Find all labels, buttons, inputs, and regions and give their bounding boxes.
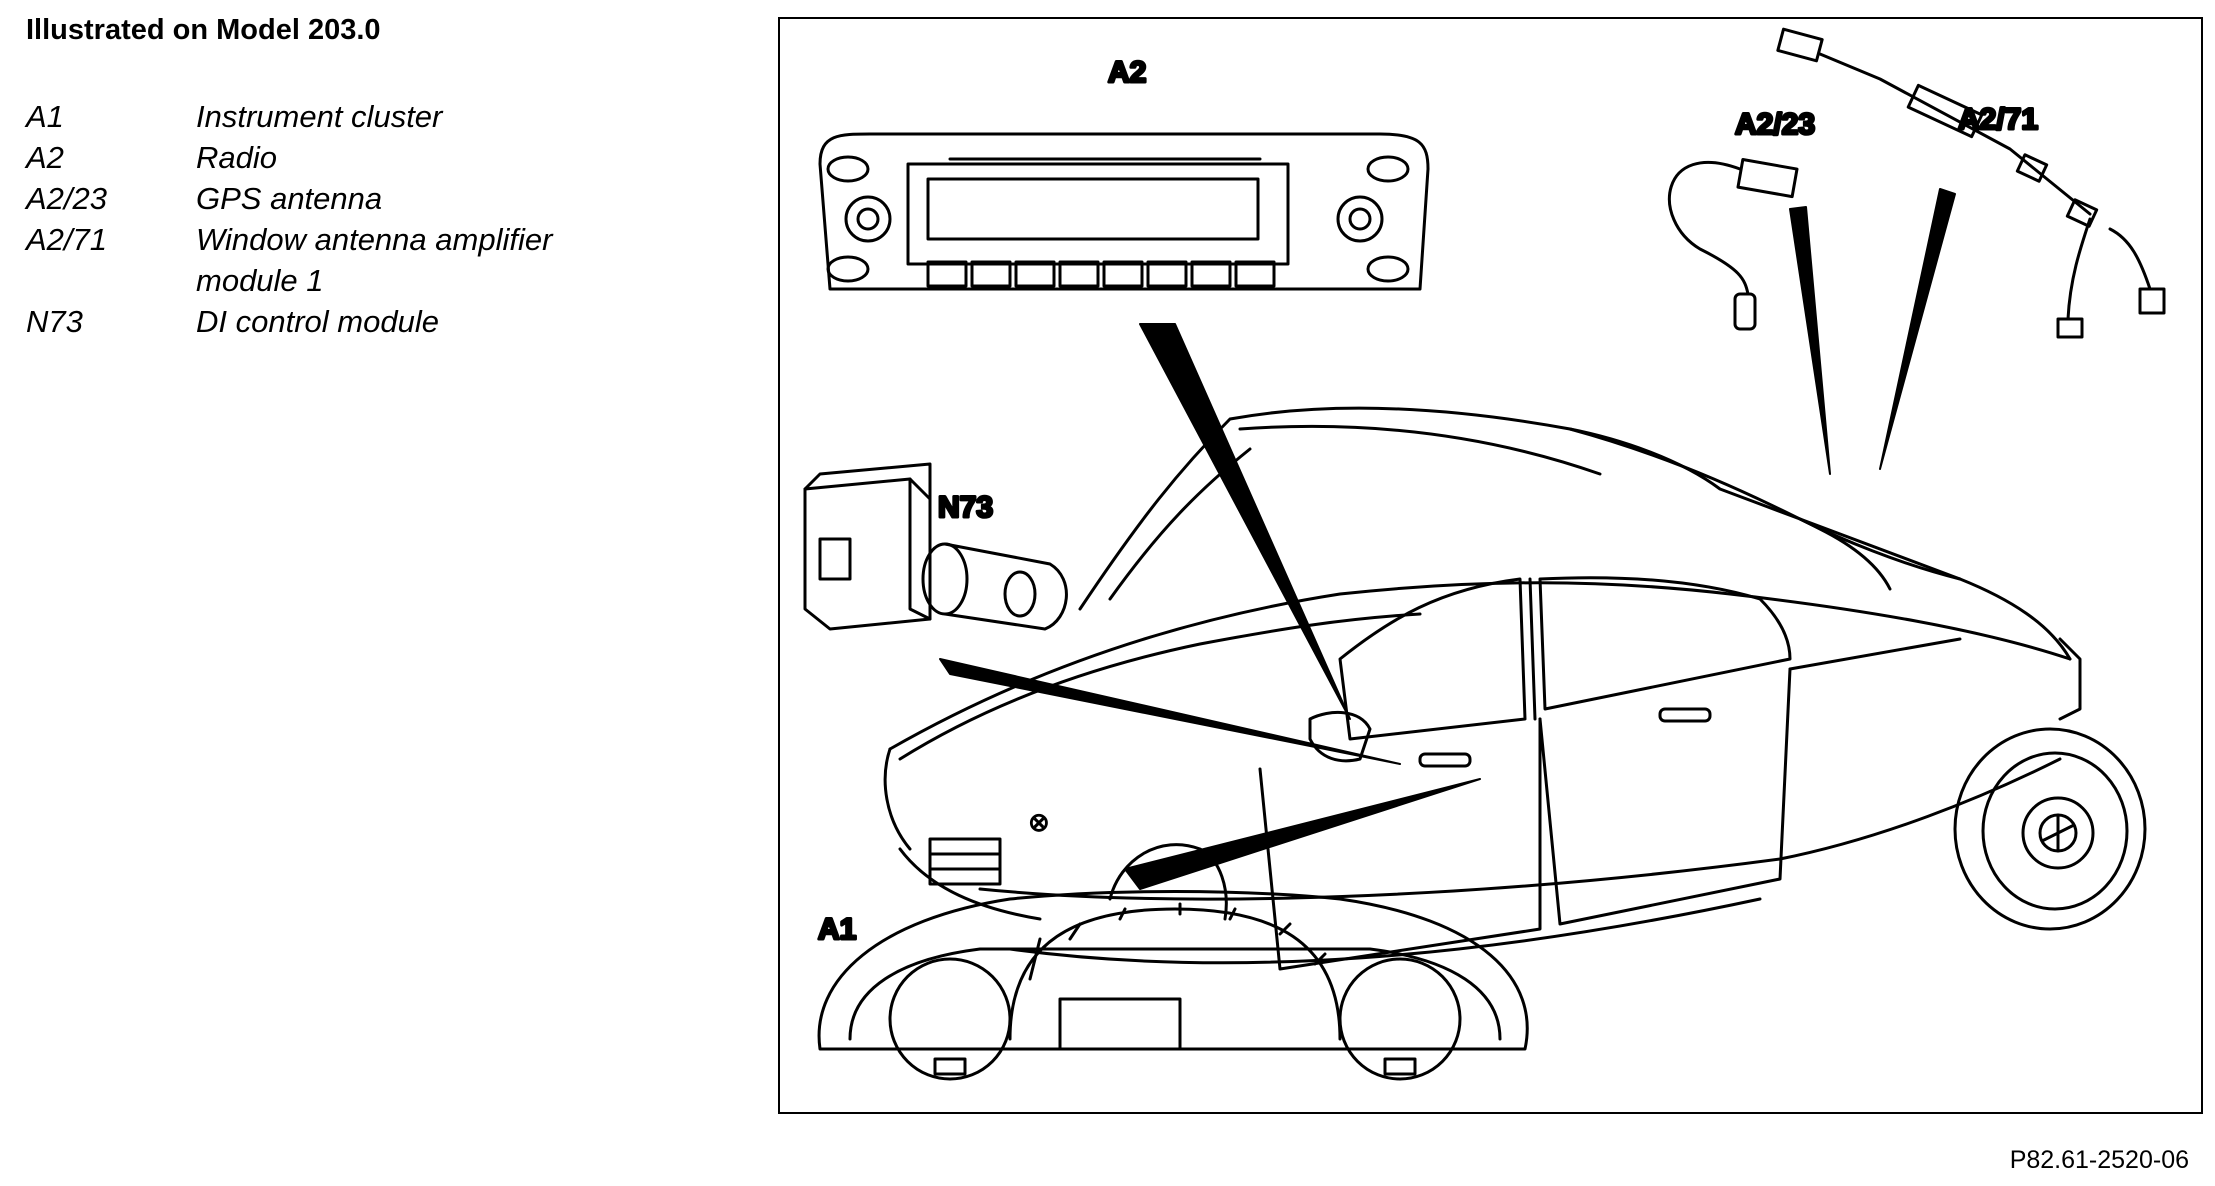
legend-description: Window antenna amplifier module 1 xyxy=(196,222,553,298)
instrument-cluster-illustration xyxy=(817,890,1529,1081)
car-illustration: ⊗ xyxy=(883,406,2147,971)
leader-a2-71 xyxy=(1879,188,1956,470)
legend-description: GPS antenna xyxy=(196,181,383,216)
vehicle-diagram: ⊗ xyxy=(803,27,2166,1081)
radio-illustration xyxy=(818,132,1430,291)
svg-text:⊗: ⊗ xyxy=(1028,807,1050,837)
figure-reference: P82.61-2520-06 xyxy=(2009,1146,2189,1174)
callout-a2-23: A2/23 xyxy=(1735,108,1815,141)
leader-n73 xyxy=(939,658,1401,765)
front-door-window xyxy=(1338,577,1527,741)
rear-wheel xyxy=(1953,727,2147,931)
amplifier-module xyxy=(1906,83,1984,139)
leader-a2 xyxy=(1139,323,1351,720)
callout-a2-71: A2/71 xyxy=(1958,103,2038,136)
legend-row-a1: A1 Instrument cluster xyxy=(26,96,766,137)
page-title: Illustrated on Model 203.0 xyxy=(26,14,381,46)
side-mirror xyxy=(1308,710,1372,763)
rear-door-window xyxy=(1538,576,1792,711)
legend-row-a2-71: A2/71 Window antenna amplifier module 1 xyxy=(26,219,766,301)
callout-n73: N73 xyxy=(938,491,993,524)
legend-row-a2-23: A2/23 GPS antenna xyxy=(26,178,766,219)
leader-lines xyxy=(939,188,1956,890)
radio-left-knob xyxy=(844,195,892,243)
legend-code: N73 xyxy=(26,304,83,339)
speedometer xyxy=(1008,907,1342,1041)
cluster-display xyxy=(1058,997,1182,1051)
gps-antenna-illustration xyxy=(1667,27,2166,339)
legend-code: A1 xyxy=(26,99,64,134)
illustration-frame: ⊗ xyxy=(778,17,2203,1114)
legend-code: A2/23 xyxy=(26,181,108,216)
radio-display xyxy=(926,177,1260,241)
legend-description: Instrument cluster xyxy=(196,99,443,134)
component-legend: A1 Instrument cluster A2 Radio A2/23 GPS… xyxy=(26,96,766,342)
fuel-gauge xyxy=(1338,957,1462,1081)
di-control-module-illustration xyxy=(803,462,1068,631)
legend-description: DI control module xyxy=(196,304,439,339)
tachometer xyxy=(888,957,1012,1081)
leader-a1 xyxy=(1124,778,1481,890)
callout-a1: A1 xyxy=(818,913,856,946)
legend-description: Radio xyxy=(196,140,277,175)
legend-code: A2/71 xyxy=(26,222,108,257)
grille xyxy=(928,837,1002,886)
legend-row-n73: N73 DI control module xyxy=(26,301,766,342)
radio-right-knob xyxy=(1336,195,1384,243)
radio-preset-buttons xyxy=(926,260,1276,288)
leader-a2-23 xyxy=(1789,206,1831,475)
legend-code: A2 xyxy=(26,140,64,175)
legend-row-a2: A2 Radio xyxy=(26,137,766,178)
callout-a2: A2 xyxy=(1108,56,1146,89)
